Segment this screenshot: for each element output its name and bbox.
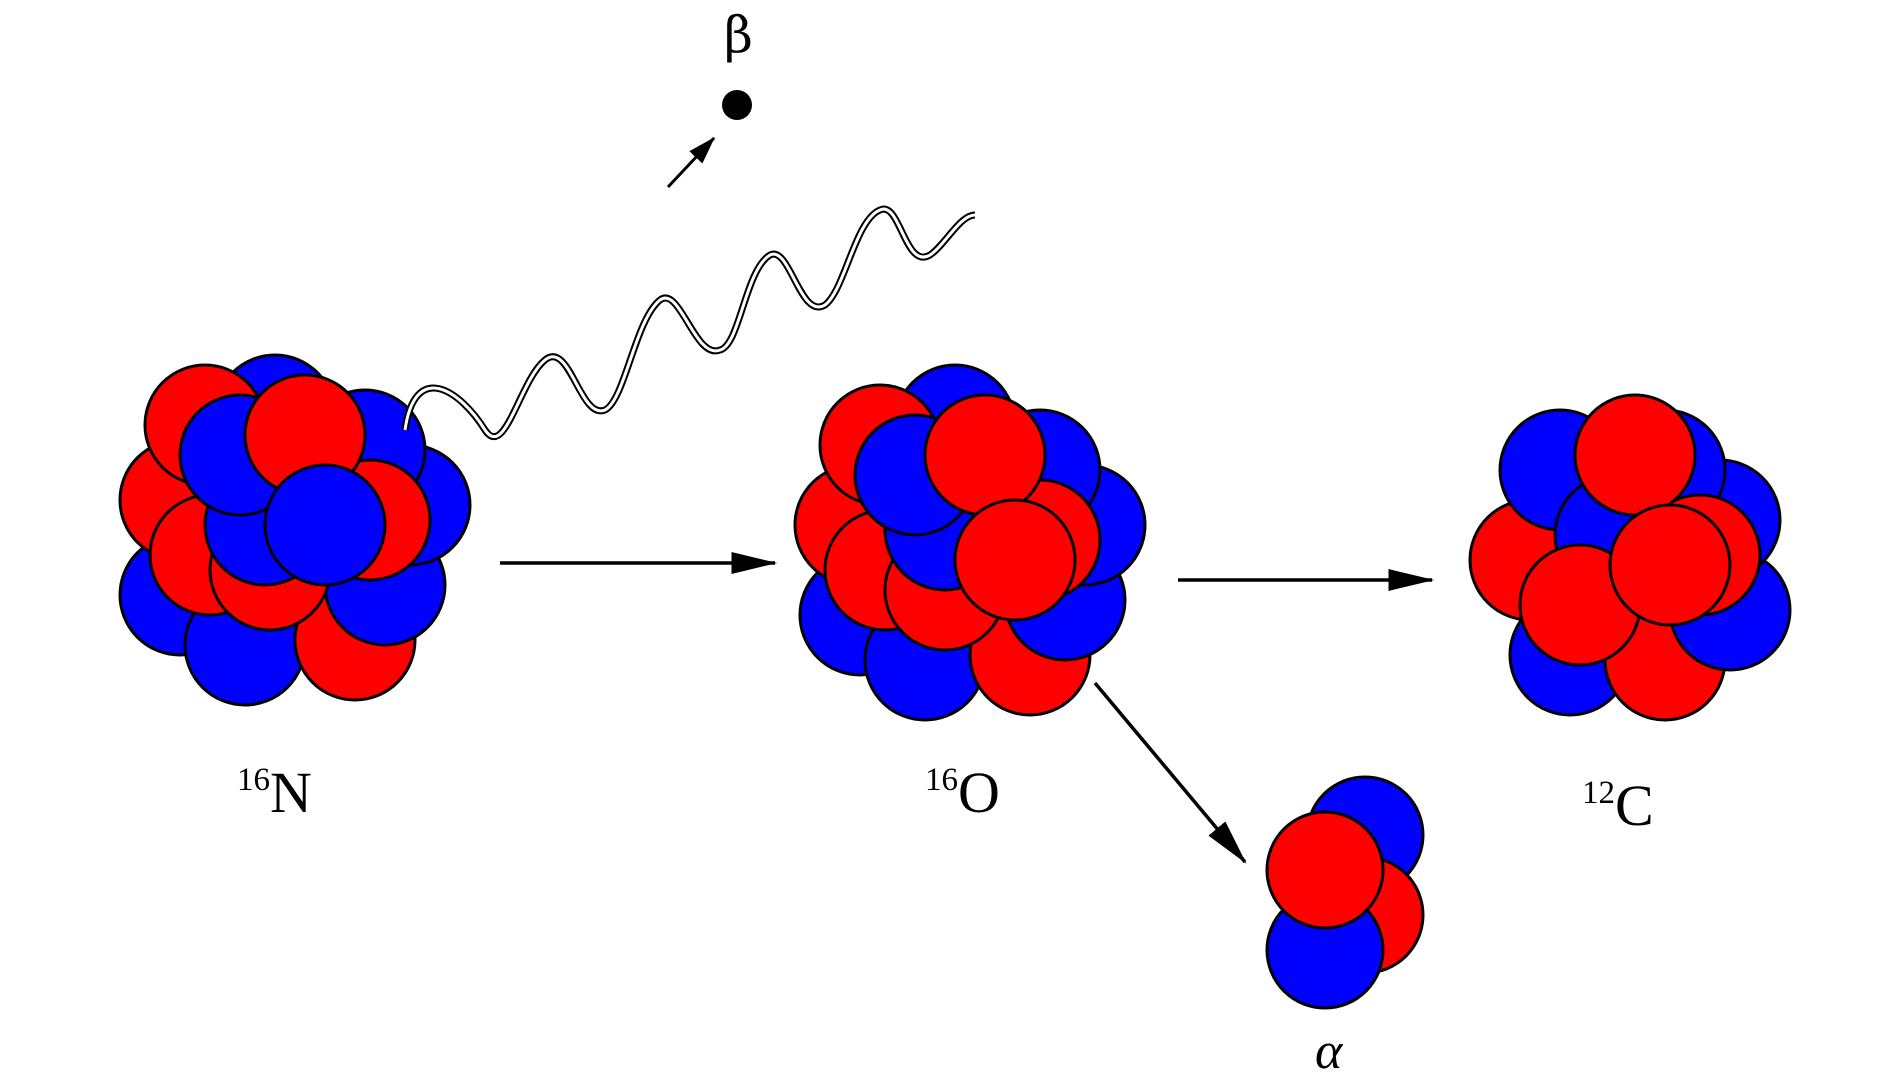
label-beta: β [724,6,753,64]
label-n16: 16N [237,760,312,825]
arrow-o16-to-alpha [1093,681,1247,864]
alpha-particle [1265,775,1425,1010]
label-o16: 16O [925,760,1000,825]
nitrogen-16-nucleus [118,353,472,707]
oxygen-16-nucleus [793,363,1147,722]
label-alpha: α [1315,1023,1344,1080]
label-c12: 12C [1582,773,1654,838]
beta-emission-wave-core [403,207,976,439]
carbon-12-nucleus [1468,393,1792,722]
beta-arrow [666,136,716,189]
beta-particle [722,90,752,120]
